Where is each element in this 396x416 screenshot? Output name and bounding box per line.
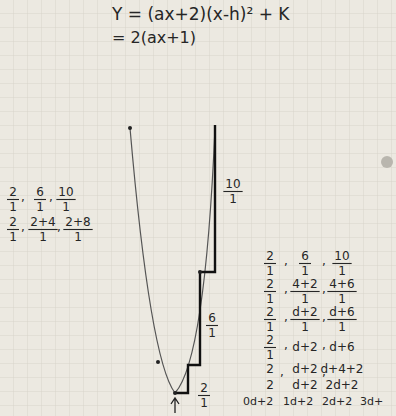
handwritten-note: 2 — [9, 186, 17, 198]
handwritten-note: 4+2 — [292, 278, 317, 290]
handwritten-note: 2 — [9, 216, 17, 228]
fraction-bar — [34, 199, 46, 200]
handwritten-note: 2 — [266, 363, 274, 375]
handwritten-note: d+2 — [292, 363, 317, 375]
handwritten-note: 2 — [266, 250, 274, 262]
fraction-bar — [327, 319, 356, 320]
parabola-curve — [130, 128, 215, 393]
step-lines — [175, 125, 215, 393]
fraction-bar — [7, 229, 19, 230]
fraction-bar — [206, 325, 218, 326]
handwritten-note: 2d+2 — [326, 379, 359, 391]
handwritten-note: 4+6 — [329, 278, 354, 290]
handwritten-note: 2 — [266, 306, 274, 318]
curve-dot — [198, 270, 202, 274]
equation-text: = 2(ax+1) — [112, 30, 196, 46]
handwritten-note: , — [284, 311, 288, 323]
equation-text: Y = (ax+2)(x-h)² + K — [112, 6, 290, 23]
handwritten-note: 10 — [225, 178, 240, 190]
fraction-bar — [327, 291, 356, 292]
handwritten-note: 2 — [266, 379, 274, 391]
handwritten-note: 1 — [208, 327, 216, 339]
handwritten-note: 3d+ — [360, 396, 383, 407]
curve-dot — [128, 126, 132, 130]
handwritten-note: 1 — [229, 193, 237, 205]
handwritten-note: d+2 — [292, 341, 317, 353]
fraction-bar — [264, 291, 276, 292]
handwritten-note: , — [284, 255, 288, 267]
fraction-bar — [264, 347, 276, 348]
handwritten-note: d+6 — [329, 306, 354, 318]
vertex-arrow — [171, 398, 179, 413]
handwritten-note: , — [322, 255, 326, 267]
handwritten-note: 1 — [266, 349, 274, 361]
handwritten-note: 6 — [36, 186, 44, 198]
handwritten-note: 6 — [208, 312, 216, 324]
handwritten-note: , — [21, 191, 25, 203]
handwritten-note: 2 — [266, 278, 274, 290]
fraction-bar — [63, 229, 92, 230]
fraction-bar — [28, 229, 57, 230]
handwritten-note: 1 — [266, 265, 274, 277]
handwritten-note: 1 — [338, 321, 346, 333]
handwritten-note: 1 — [9, 231, 17, 243]
handwritten-note: , — [322, 339, 326, 351]
handwritten-note: 2 — [200, 382, 208, 394]
fraction-bar — [290, 291, 319, 292]
handwritten-note: d+2 — [292, 306, 317, 318]
handwritten-note: 1d+2 — [283, 396, 313, 407]
handwritten-note: 1 — [338, 265, 346, 277]
handwritten-note: 1 — [338, 293, 346, 305]
handwritten-note: 2d+2 — [322, 396, 352, 407]
handwritten-note: d+2 — [292, 379, 317, 391]
handwritten-note: 1 — [266, 293, 274, 305]
fraction-bar — [264, 263, 276, 264]
handwritten-note: d+6 — [329, 341, 354, 353]
handwritten-note: , — [322, 283, 326, 295]
fraction-bar — [7, 199, 19, 200]
handwritten-note: 0d+2 — [243, 396, 273, 407]
handwritten-note: 2+8 — [65, 216, 90, 228]
handwritten-note: 2 — [266, 334, 274, 346]
handwritten-note: 10 — [334, 250, 349, 262]
fraction-bar — [56, 199, 75, 200]
handwritten-note: 1 — [74, 231, 82, 243]
handwritten-note: 1 — [9, 201, 17, 213]
handwritten-note: , — [49, 191, 53, 203]
handwritten-note: , — [280, 366, 284, 378]
fraction-bar — [332, 263, 351, 264]
handwritten-note: , — [284, 283, 288, 295]
handwritten-note: 1 — [266, 321, 274, 333]
fraction-bar — [264, 319, 276, 320]
handwritten-note: 1 — [36, 201, 44, 213]
curve-dot — [173, 391, 177, 395]
handwritten-note: 1 — [62, 201, 70, 213]
handwritten-note: 1 — [39, 231, 47, 243]
handwritten-note: , — [284, 339, 288, 351]
handwritten-note: 2+4 — [30, 216, 55, 228]
curve-dot — [156, 360, 160, 364]
binder-hole — [381, 156, 393, 168]
handwritten-note: 1 — [301, 293, 309, 305]
fraction-bar — [223, 191, 242, 192]
fraction-bar — [299, 263, 311, 264]
handwritten-note: 10 — [58, 186, 73, 198]
handwritten-note: , — [322, 311, 326, 323]
handwritten-note: d+4+2 — [321, 363, 364, 375]
handwritten-note: 6 — [301, 250, 309, 262]
handwritten-note: , — [21, 221, 25, 233]
handwritten-note: , — [57, 221, 61, 233]
handwritten-note: 1 — [301, 265, 309, 277]
fraction-bar — [290, 319, 319, 320]
handwritten-note: 1 — [301, 321, 309, 333]
fraction-bar — [198, 395, 210, 396]
handwritten-note: 1 — [200, 397, 208, 409]
